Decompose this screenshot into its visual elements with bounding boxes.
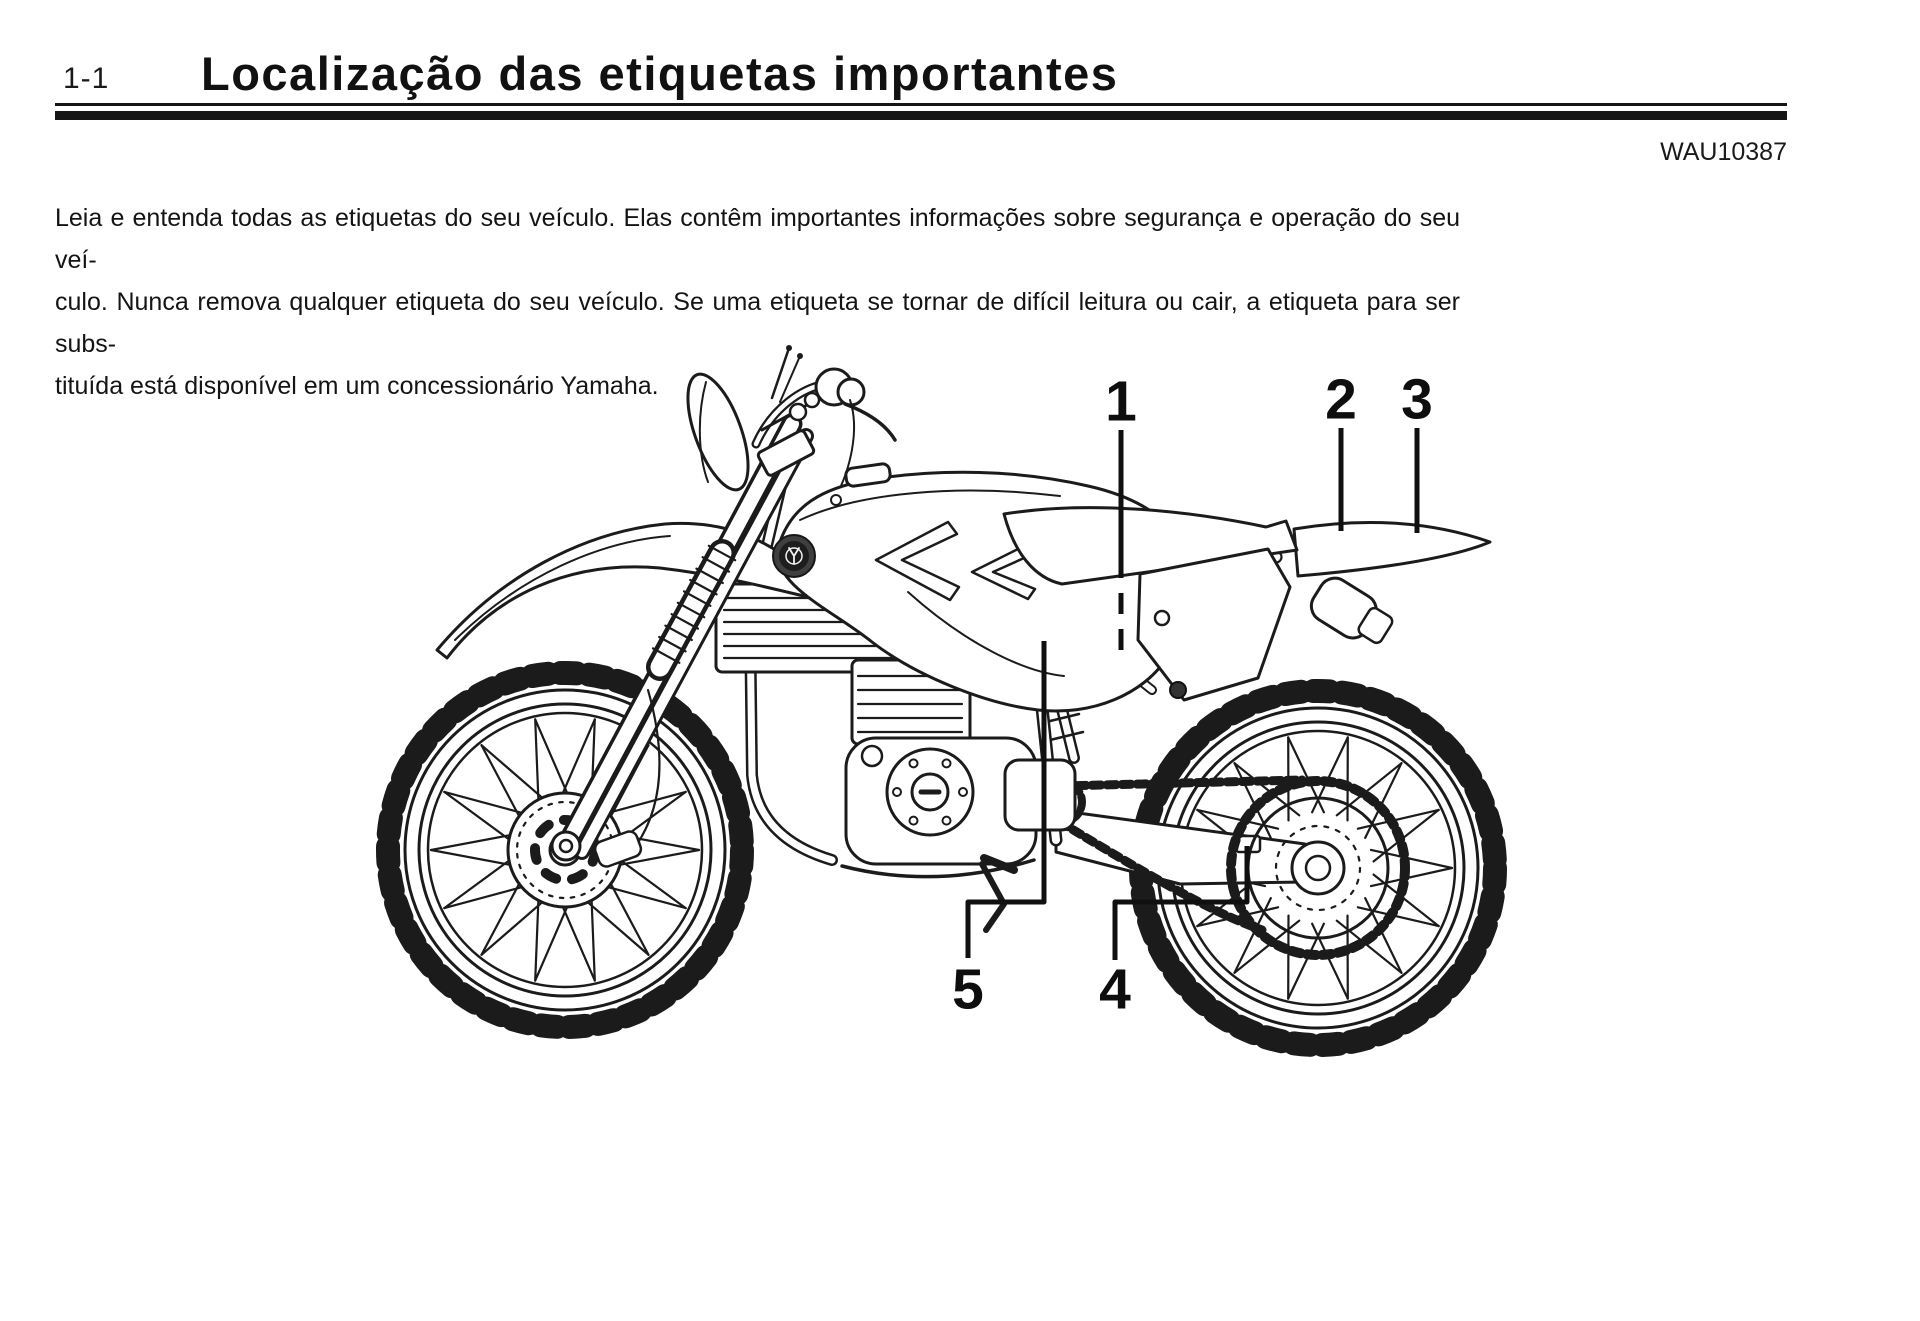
reference-code: WAU10387 [1660,138,1787,166]
title-rule-thick [55,111,1787,120]
brake-caliper [593,830,643,868]
callout-leader-lines [965,428,1420,960]
seat [1002,506,1299,586]
title-rule-thin [55,103,1787,106]
footpeg [980,854,1018,874]
side-panel [1136,547,1292,702]
yamaha-badge [772,534,816,578]
paragraph-line: tituída está disponível em um concession… [55,372,659,400]
exhaust-muffler [1309,576,1394,645]
body-paragraph: Leia e entenda todas as etiquetas do seu… [55,197,1460,407]
fork-bellows [646,539,737,681]
kick-starter [979,861,1007,933]
tank-graphic [874,520,961,602]
callout-number-5: 5 [952,957,984,1022]
paragraph-line: Leia e entenda todas as etiquetas do seu… [55,204,1460,274]
leader-line-4 [1112,846,1250,960]
callout-number-1: 1 [1105,369,1137,434]
front-fork [550,413,816,868]
page-title: Localização das etiquetas importantes [201,47,1119,100]
callout-number-2: 2 [1325,367,1357,432]
rear-fender [1269,520,1492,578]
leader-line-5 [965,641,1047,958]
fuel-tank [772,462,1194,713]
rear-sprocket [1226,776,1410,960]
fuel-cap [844,462,892,488]
callout-number-3: 3 [1401,367,1433,432]
handlebar [751,345,897,497]
callout-number-4: 4 [1099,957,1131,1022]
page-number: 1-1 [63,62,110,95]
paragraph-line: culo. Nunca remova qualquer etiqueta do … [55,288,1460,358]
headlight-plate [686,372,750,492]
